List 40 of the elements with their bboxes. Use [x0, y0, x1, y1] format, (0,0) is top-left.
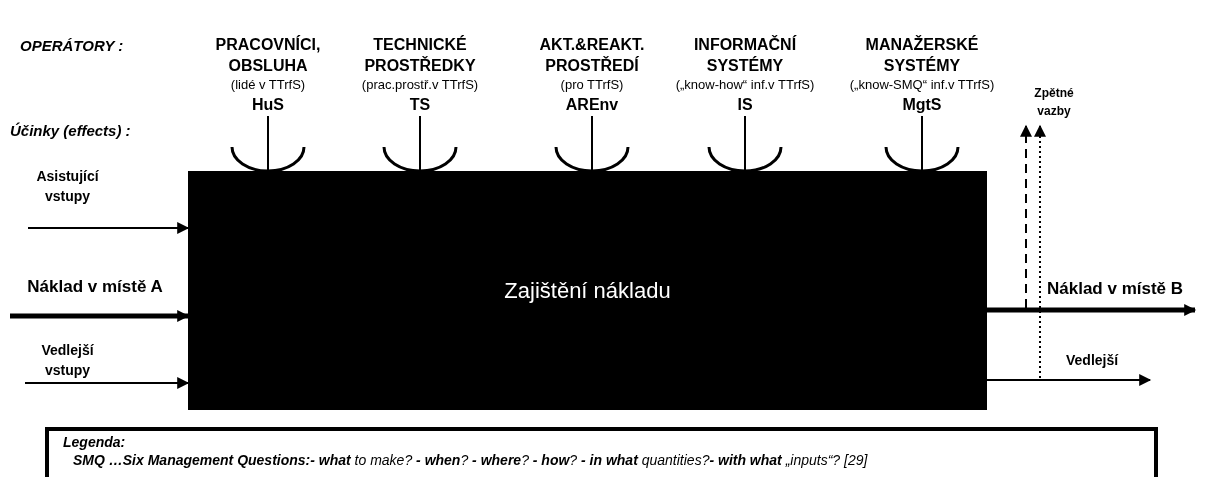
- operator-description: (prac.prostř.v TTrfS): [361, 76, 479, 94]
- effect-connector: [707, 115, 783, 173]
- arrow: [1034, 124, 1046, 379]
- arrow: [1020, 124, 1032, 309]
- arrow: [24, 377, 190, 389]
- box-title: Zajištění nákladu: [504, 277, 671, 305]
- operator-abbreviation: HuS: [252, 95, 284, 115]
- operator-heading: TECHNICKÉ PROSTŘEDKY: [363, 34, 477, 76]
- operator-abbreviation: AREnv: [565, 95, 619, 115]
- operator-description: („know-how“ inf.v TTrfS): [675, 76, 815, 94]
- operator-description: („know-SMQ“ inf.v TTrfS): [849, 76, 995, 94]
- operator-description: (pro TTrfS): [560, 76, 624, 94]
- effect-connector: [230, 115, 306, 173]
- feedback-label: Zpětné vazby: [1033, 85, 1075, 120]
- edge-label: Náklad v místě B: [1047, 279, 1185, 299]
- edge-label: Vedlejší vstupy: [40, 341, 95, 380]
- process-box: [188, 171, 987, 410]
- edge-label: Vedlejší: [1066, 351, 1120, 370]
- operator-description: (lidé v TTrfS): [230, 76, 306, 94]
- operator-heading: INFORMAČNÍ SYSTÉMY: [692, 34, 798, 76]
- effect-connector: [554, 115, 630, 173]
- operator-heading: PRACOVNÍCI, OBSLUHA: [214, 34, 322, 76]
- arrow: [27, 222, 190, 234]
- operator-abbreviation: MgtS: [902, 95, 942, 115]
- arrow: [987, 304, 1197, 316]
- edge-label: Náklad v místě A: [26, 277, 164, 297]
- effect-connector: [884, 115, 960, 173]
- operator-heading: AKT.&REAKT. PROSTŘEDÍ: [538, 35, 646, 76]
- effect-connector: [382, 115, 458, 173]
- arrow: [986, 374, 1152, 386]
- operator-heading: MANAŽERSKÉ SYSTÉMY: [864, 34, 980, 76]
- operator-abbreviation: IS: [737, 95, 753, 115]
- legend-heading: Legenda:: [63, 433, 126, 451]
- row-label: OPERÁTORY :: [20, 36, 124, 56]
- legend-box: [45, 427, 1158, 477]
- legend-text: SMQ …Six Management Questions:- what to make? - when? - where? - how? - in what quantities?- with what „inputs“? [29]: [72, 451, 868, 469]
- edge-label: Asistující vstupy: [35, 167, 100, 206]
- arrow: [10, 310, 190, 322]
- operator-abbreviation: TS: [409, 95, 431, 115]
- row-label: Účinky (effects) :: [10, 121, 131, 141]
